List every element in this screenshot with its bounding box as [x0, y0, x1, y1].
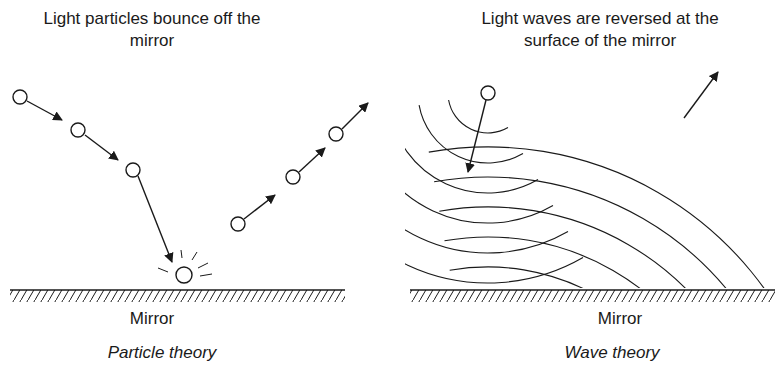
light-waves [405, 100, 777, 288]
mirror-surface [10, 290, 345, 302]
light-particles [13, 90, 368, 283]
mirror-label: Mirror [92, 308, 212, 330]
panel-heading: Light waves are reversed at the surface … [455, 8, 745, 52]
panel-heading: Light particles bounce off the mirror [27, 8, 277, 52]
panel-caption: Wave theory [512, 342, 712, 364]
impact-splash [158, 250, 212, 276]
mirror-label: Mirror [560, 308, 680, 330]
mirror-surface [410, 290, 775, 302]
panel-caption: Particle theory [62, 342, 262, 364]
wave-source [468, 72, 718, 172]
